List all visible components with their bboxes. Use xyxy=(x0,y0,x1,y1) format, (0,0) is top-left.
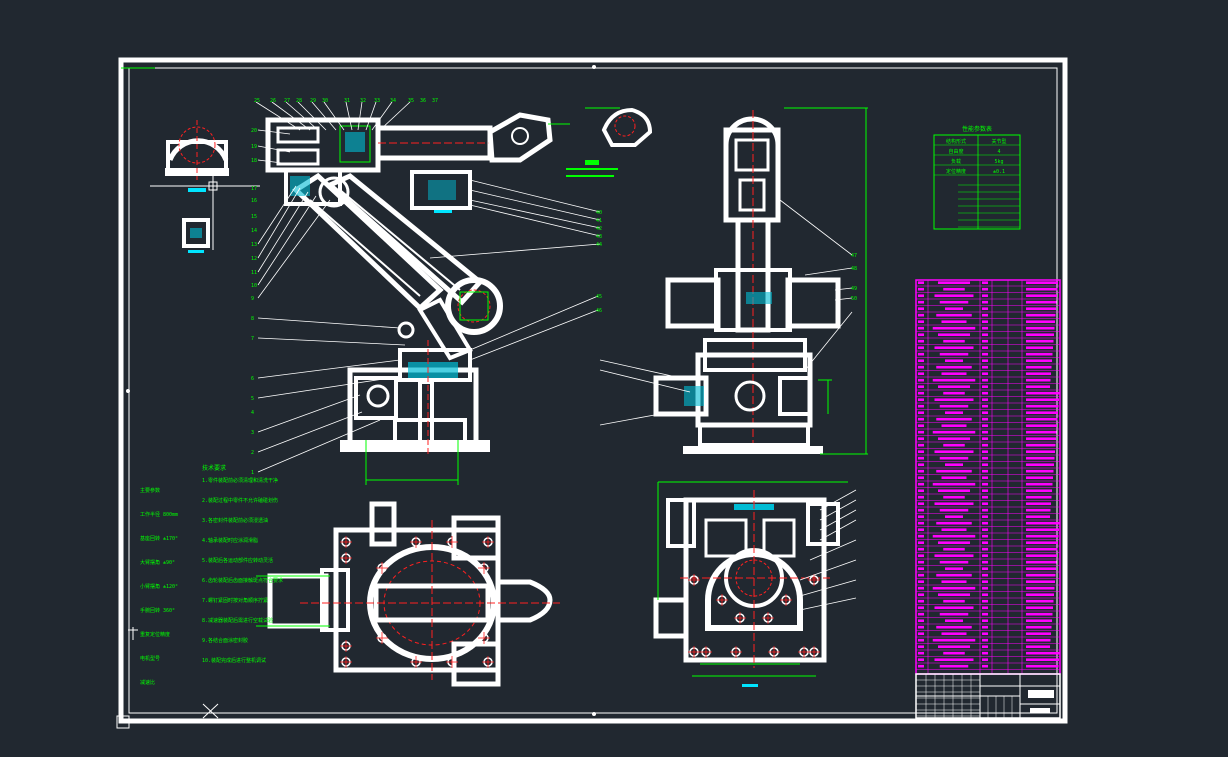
tech-requirement-line: 6.齿轮装配后齿面接触斑点符合要求 xyxy=(202,577,283,584)
callout-number: 50 xyxy=(851,296,857,302)
callout-number: 47 xyxy=(851,253,857,259)
tech-requirements-title: 技术要求 xyxy=(202,464,226,472)
callout-number: 1 xyxy=(251,470,254,476)
param-label: 负载 xyxy=(951,158,961,165)
note-line: 基座回转 ±170° xyxy=(140,535,178,542)
leader-lines-front xyxy=(599,199,853,426)
crosshair-cursor xyxy=(150,170,260,250)
note-line: 减速比 xyxy=(140,679,155,686)
param-label: 结构形式 xyxy=(946,138,966,145)
tech-requirement-line: 10.装配完成后进行整机调试 xyxy=(202,657,266,664)
callout-number: 19 xyxy=(251,144,257,150)
end-view-detail xyxy=(165,120,229,253)
callout-number: 10 xyxy=(251,283,257,289)
arm-front-view[interactable] xyxy=(653,107,868,455)
base-plan-view[interactable] xyxy=(256,501,560,687)
callout-number: 12 xyxy=(251,256,257,262)
callout-number: 46 xyxy=(596,308,602,314)
callout-number: 6 xyxy=(251,376,254,382)
plan-bolt-holes xyxy=(340,536,494,668)
tech-requirement-line: 1.零件装配前必须清理和清洗干净 xyxy=(202,477,278,484)
leader-lines-detail xyxy=(429,179,601,361)
callout-number: 2 xyxy=(251,450,254,456)
callout-number: 36 xyxy=(420,98,426,104)
note-line: 重复定位精度 xyxy=(140,631,170,638)
callout-number: 11 xyxy=(251,270,257,276)
callout-number: 32 xyxy=(360,98,366,104)
callout-number: 43 xyxy=(596,234,602,240)
param-value: 4 xyxy=(997,149,1000,155)
callout-number: 26 xyxy=(270,98,276,104)
param-value: 5kg xyxy=(994,159,1003,165)
title-block xyxy=(915,673,1061,719)
leader-lines-left xyxy=(257,129,406,473)
callout-number: 28 xyxy=(296,98,302,104)
callout-number: 4 xyxy=(251,410,254,416)
callout-number: 34 xyxy=(390,98,396,104)
tech-requirement-line: 9.各结合面涂密封胶 xyxy=(202,637,248,644)
callout-number: 9 xyxy=(251,296,254,302)
callout-number: 49 xyxy=(851,286,857,292)
callout-number: 14 xyxy=(251,228,257,234)
callout-number: 40 xyxy=(596,210,602,216)
arm-side-view[interactable] xyxy=(265,112,570,485)
callout-number: 33 xyxy=(374,98,380,104)
callout-number: 8 xyxy=(251,316,254,322)
bill-of-materials xyxy=(915,279,1061,675)
callout-number: 44 xyxy=(596,242,602,248)
tech-requirement-line: 7.螺钉紧固时按对角顺序拧紧 xyxy=(202,597,268,604)
param-value: 关节型 xyxy=(991,138,1006,145)
note-line: 手腕回转 360° xyxy=(140,607,175,614)
callout-number: 3 xyxy=(251,430,254,436)
param-label: 自由度 xyxy=(948,148,963,155)
parameter-table-title: 性能参数表 xyxy=(962,125,992,133)
callout-number: 27 xyxy=(284,98,290,104)
callout-number: 20 xyxy=(251,128,257,134)
technical-requirements: 技术要求 1.零件装配前必须清理和清洗干净 2.装配过程中零件不允许磕碰划伤 3.各… xyxy=(202,464,283,664)
callout-number: 45 xyxy=(596,294,602,300)
ucs-icon xyxy=(116,627,219,729)
tech-requirement-line: 3.各密封件装配前必须浸透油 xyxy=(202,517,268,524)
callout-number: 15 xyxy=(251,214,257,220)
note-line: 工作半径 800mm xyxy=(140,511,178,518)
note-line: 小臂摆角 ±120° xyxy=(140,583,178,590)
gripper-detail xyxy=(566,107,653,177)
callout-number: 13 xyxy=(251,242,257,248)
param-label: 定位精度 xyxy=(946,168,966,175)
note-line: 电机型号 xyxy=(140,655,160,662)
tech-requirement-line: 2.装配过程中零件不允许磕碰划伤 xyxy=(202,497,278,504)
callout-number: 35 xyxy=(408,98,414,104)
callout-number: 5 xyxy=(251,396,254,402)
base-section-view[interactable] xyxy=(653,481,848,687)
callout-number: 31 xyxy=(344,98,350,104)
note-line: 大臂摆角 ±90° xyxy=(140,559,175,566)
note-line: 主要参数 xyxy=(140,487,160,494)
drawing-frame xyxy=(118,57,1068,724)
callout-number: 48 xyxy=(851,266,857,272)
callout-number: 25 xyxy=(254,98,260,104)
callout-number: 17 xyxy=(251,186,257,192)
callout-number: 41 xyxy=(596,218,602,224)
callout-number: 7 xyxy=(251,336,254,342)
callout-number: 18 xyxy=(251,158,257,164)
callout-number: 30 xyxy=(322,98,328,104)
callout-number: 16 xyxy=(251,198,257,204)
callout-number: 37 xyxy=(432,98,438,104)
leader-lines-top xyxy=(255,101,411,131)
callout-number: 42 xyxy=(596,226,602,232)
param-value: ±0.1 xyxy=(993,169,1005,175)
tech-requirement-line: 8.减速器装配后需进行空载试验 xyxy=(202,617,273,624)
tech-requirement-line: 5.装配后各运动部件应转动灵活 xyxy=(202,557,273,564)
tech-requirement-line: 4.轴承装配时应涂润滑脂 xyxy=(202,537,258,544)
callout-number: 29 xyxy=(310,98,316,104)
leader-lines-section xyxy=(799,489,857,611)
section-bolt-holes xyxy=(688,574,820,658)
